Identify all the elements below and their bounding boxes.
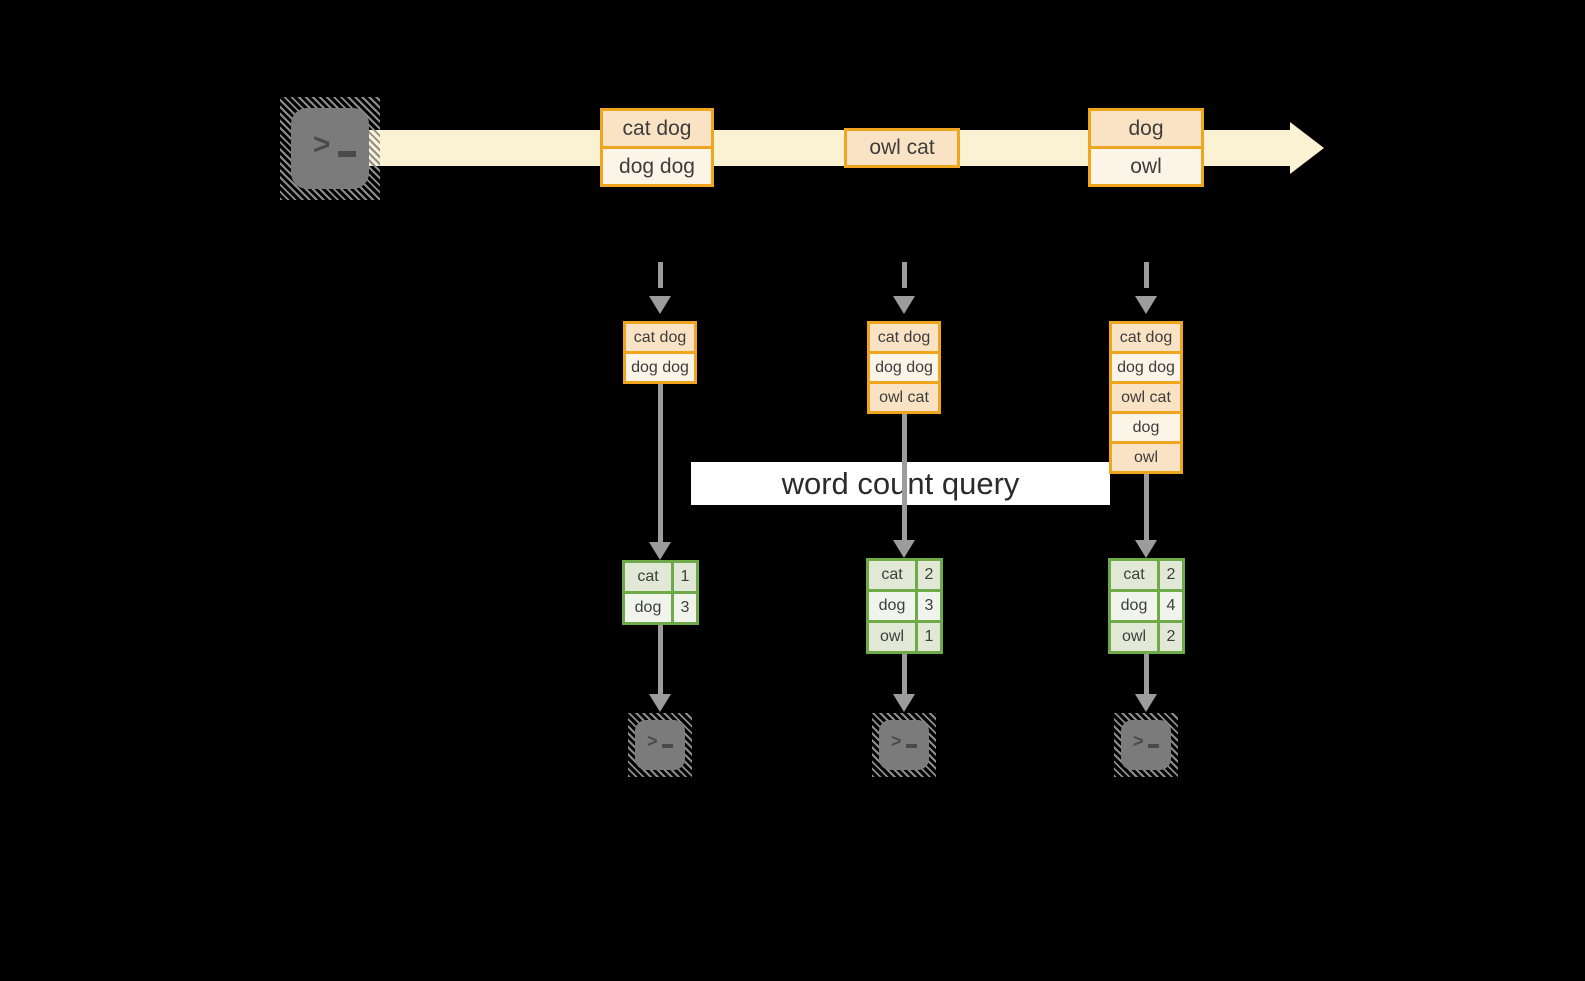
buffered-message: owl xyxy=(1112,444,1180,471)
message: dog dog xyxy=(603,149,711,184)
terminal-prompt-icon: > xyxy=(1133,732,1159,750)
message: cat dog xyxy=(603,111,711,146)
buffered-message: dog dog xyxy=(870,354,938,381)
count-cell: 1 xyxy=(918,623,940,651)
count-cell: 2 xyxy=(1160,561,1182,589)
stream-band-arrowhead-icon xyxy=(1290,122,1324,174)
prompt-chevron-icon: > xyxy=(891,731,902,751)
query-arrow-line xyxy=(658,384,663,542)
word-cell: owl xyxy=(1111,623,1157,651)
word-cell: owl xyxy=(869,623,915,651)
terminal-screen: > xyxy=(879,720,929,770)
message: owl cat xyxy=(847,131,957,165)
message-group-3: dog owl xyxy=(1088,108,1204,187)
ingest-arrow-dash xyxy=(902,262,907,288)
terminal-screen: > xyxy=(635,720,685,770)
count-cell: 2 xyxy=(1160,623,1182,651)
query-arrowhead-icon xyxy=(893,540,915,558)
terminal-prompt-icon: > xyxy=(891,732,917,750)
output-arrow-line xyxy=(658,625,663,694)
ingest-arrow-dash xyxy=(1144,262,1149,288)
prompt-chevron-icon: > xyxy=(647,731,658,751)
buffered-message: owl cat xyxy=(1112,384,1180,411)
word-cell: dog xyxy=(869,592,915,620)
count-table-2: cat 2 dog 3 owl 1 xyxy=(866,558,943,654)
output-arrowhead-icon xyxy=(893,694,915,712)
ingest-arrowhead-icon xyxy=(649,296,671,314)
sink-terminal-icon: > xyxy=(1114,713,1178,777)
count-table-1: cat 1 dog 3 xyxy=(622,560,699,625)
query-arrow-line xyxy=(902,414,907,540)
count-table-3: cat 2 dog 4 owl 2 xyxy=(1108,558,1185,654)
ingest-arrowhead-icon xyxy=(1135,296,1157,314)
prompt-cursor-icon xyxy=(661,744,673,748)
output-arrowhead-icon xyxy=(649,694,671,712)
word-cell: dog xyxy=(625,594,671,622)
source-terminal-icon: > xyxy=(280,97,380,200)
buffered-message: dog xyxy=(1112,414,1180,441)
terminal-screen: > xyxy=(291,108,369,189)
buffered-message: dog dog xyxy=(1112,354,1180,381)
buffered-message: cat dog xyxy=(626,324,694,351)
buffered-message: owl cat xyxy=(870,384,938,411)
query-arrowhead-icon xyxy=(1135,540,1157,558)
ingest-arrowhead-icon xyxy=(893,296,915,314)
sink-terminal-icon: > xyxy=(628,713,692,777)
word-cell: cat xyxy=(869,561,915,589)
buffered-message: cat dog xyxy=(870,324,938,351)
buffered-message: cat dog xyxy=(1112,324,1180,351)
terminal-prompt-icon: > xyxy=(313,130,356,160)
ingest-arrow-dash xyxy=(658,262,663,288)
prompt-chevron-icon: > xyxy=(1133,731,1144,751)
prompt-cursor-icon xyxy=(337,151,356,157)
terminal-prompt-icon: > xyxy=(647,732,673,750)
count-cell: 3 xyxy=(918,592,940,620)
message: owl xyxy=(1091,149,1201,184)
query-arrowhead-icon xyxy=(649,542,671,560)
count-cell: 2 xyxy=(918,561,940,589)
count-cell: 1 xyxy=(674,563,696,591)
prompt-chevron-icon: > xyxy=(313,128,331,161)
word-cell: cat xyxy=(1111,561,1157,589)
buffer-stack-2: cat dog dog dog owl cat xyxy=(867,321,941,414)
count-cell: 3 xyxy=(674,594,696,622)
output-arrowhead-icon xyxy=(1135,694,1157,712)
output-arrow-line xyxy=(1144,654,1149,694)
buffered-message: dog dog xyxy=(626,354,694,381)
word-cell: cat xyxy=(625,563,671,591)
prompt-cursor-icon xyxy=(905,744,917,748)
sink-terminal-icon: > xyxy=(872,713,936,777)
buffer-stack-3: cat dog dog dog owl cat dog owl xyxy=(1109,321,1183,474)
buffer-stack-1: cat dog dog dog xyxy=(623,321,697,384)
word-cell: dog xyxy=(1111,592,1157,620)
message: dog xyxy=(1091,111,1201,146)
prompt-cursor-icon xyxy=(1147,744,1159,748)
query-arrow-line xyxy=(1144,474,1149,540)
count-cell: 4 xyxy=(1160,592,1182,620)
message-group-2: owl cat xyxy=(844,128,960,168)
terminal-screen: > xyxy=(1121,720,1171,770)
output-arrow-line xyxy=(902,654,907,694)
query-banner: word count query xyxy=(691,462,1110,505)
message-group-1: cat dog dog dog xyxy=(600,108,714,187)
